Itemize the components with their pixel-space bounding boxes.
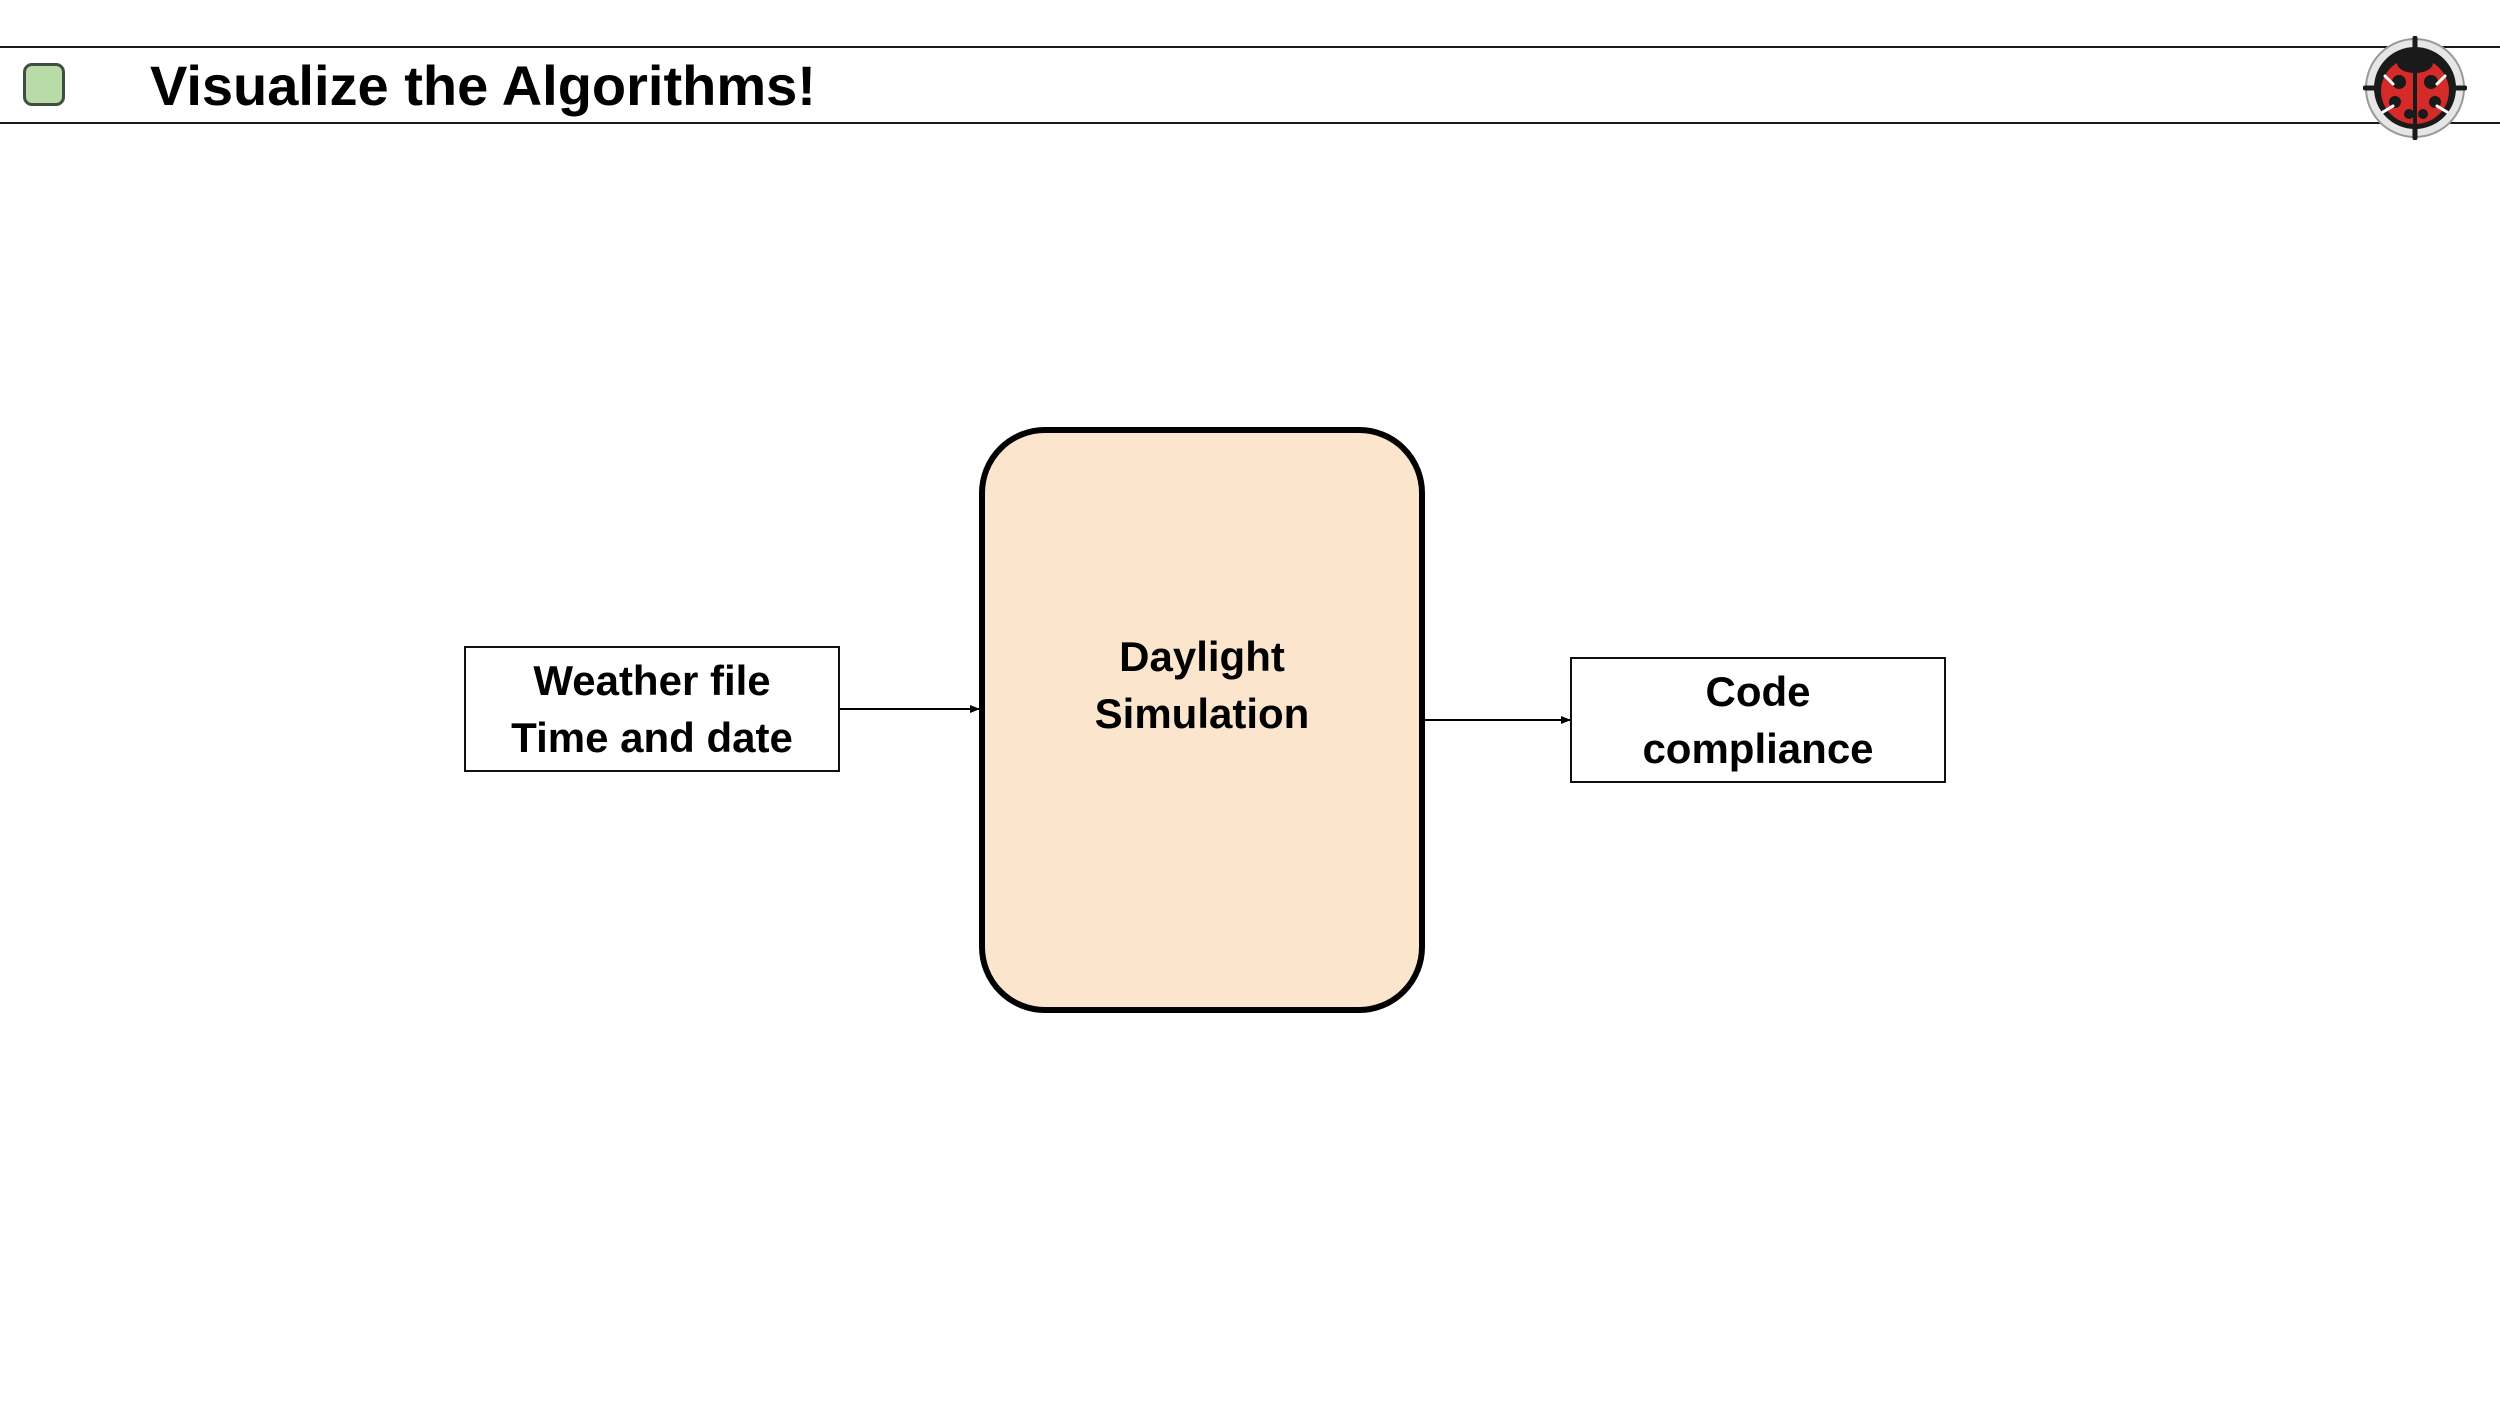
header-bottom-rule [0, 122, 2500, 124]
slide-title: Visualize the Algorithms! [150, 54, 816, 117]
slide-marker [23, 63, 65, 106]
ladybug-logo-icon [2363, 36, 2467, 140]
process-line-daylight: Daylight [1119, 633, 1285, 680]
input-line-weather: Weather file [533, 657, 771, 704]
output-box: Code compliance [1570, 657, 1946, 783]
header-top-rule [0, 46, 2500, 48]
input-line-time: Time and date [511, 714, 793, 761]
process-box: Daylight Simulation [979, 427, 1425, 1013]
process-line-simulation: Simulation [1094, 690, 1310, 737]
input-box: Weather file Time and date [464, 646, 840, 772]
output-line-code: Code [1705, 668, 1811, 715]
output-line-compliance: compliance [1642, 725, 1874, 772]
